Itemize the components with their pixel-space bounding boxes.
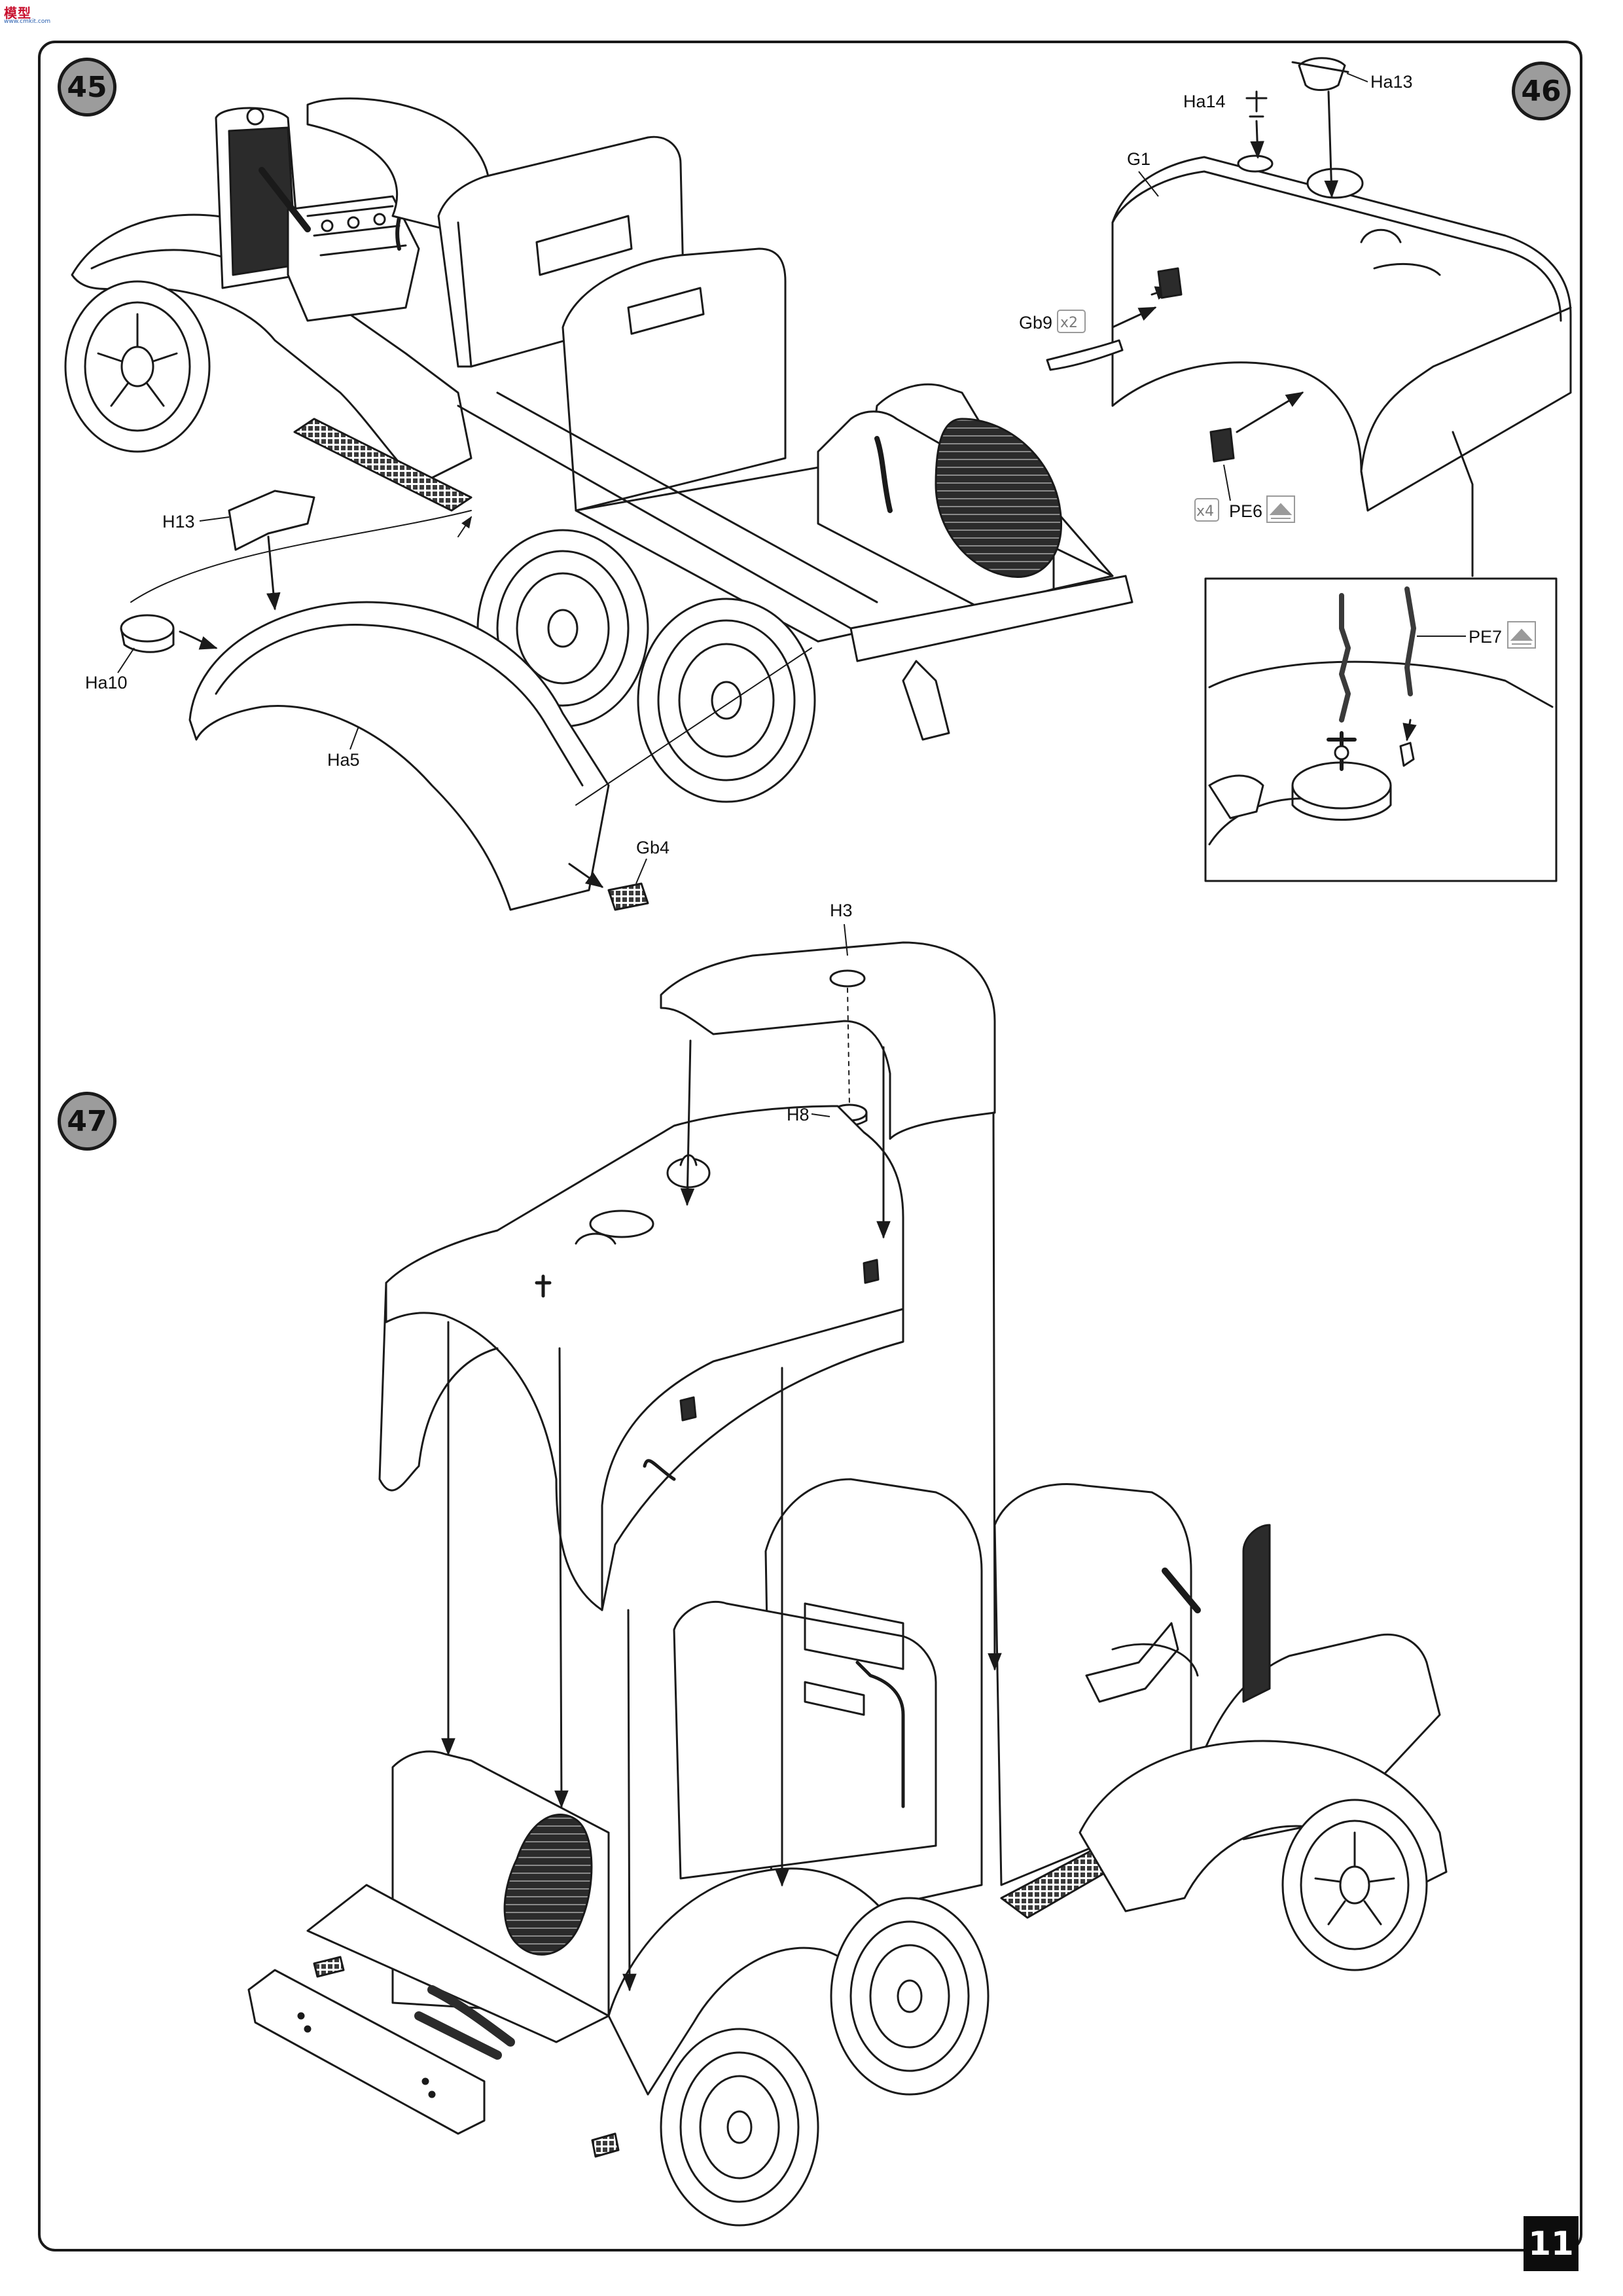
front-wheel <box>1281 1799 1428 1971</box>
part-g1-tank-cover <box>1111 154 1572 512</box>
arrow-tank-front <box>988 1111 1002 1671</box>
arrow-gb9-1 <box>1111 306 1157 329</box>
arrow-tank-rear <box>622 1609 637 1992</box>
rear-wheel-2 <box>637 598 816 803</box>
leader-label-h13 <box>199 516 230 522</box>
leader-ha5 <box>575 647 812 806</box>
part-ha10 <box>120 614 175 653</box>
publisher-logo: 模型 <box>4 5 31 21</box>
step-46-badge: 46 <box>1512 62 1571 120</box>
front-wheel <box>64 280 211 453</box>
step-45-badge: 45 <box>58 58 116 117</box>
step-47-badge: 47 <box>58 1092 116 1151</box>
label-pe7: PE7 <box>1469 627 1502 647</box>
arrow-gb4 <box>568 863 604 888</box>
leader-label-h8 <box>811 1113 830 1117</box>
leader-label-ha10 <box>117 647 135 673</box>
qty-box-pe6 <box>1194 498 1219 522</box>
part-ha5-rear-fender <box>188 601 610 911</box>
photo-etch-icon <box>1266 495 1295 523</box>
rear-wheel-2 <box>830 1897 990 2096</box>
rear-wheel-1 <box>660 2028 819 2227</box>
engine-block <box>259 167 420 322</box>
part-pe6-bracket-bottom <box>1209 427 1235 463</box>
rear-bumper <box>849 575 1133 741</box>
chassis-rails <box>457 391 878 630</box>
publisher-url: www.cmkit.com <box>4 18 51 25</box>
arrow-pe6 <box>1236 391 1304 433</box>
leader-label-gb4 <box>635 858 647 884</box>
leader-label-h3 <box>844 924 848 956</box>
label-ha14: Ha14 <box>1183 92 1226 111</box>
leader-label-ha5 <box>349 726 359 750</box>
label-ha13: Ha13 <box>1370 72 1413 92</box>
arrow-h13 <box>266 535 281 611</box>
page-frame <box>38 41 1582 2251</box>
label-h8: H8 <box>787 1105 810 1124</box>
label-h13: H13 <box>162 512 195 531</box>
running-board <box>293 418 473 512</box>
page-number: 11 <box>1524 2216 1578 2271</box>
label-pe6: PE6 <box>1229 501 1262 521</box>
label-gb9: Gb9 <box>1019 313 1052 332</box>
arrow-ha10 <box>179 630 218 650</box>
label-g1: G1 <box>1127 149 1150 169</box>
arrow-h3-left <box>680 1039 695 1206</box>
label-ha5: Ha5 <box>327 750 360 770</box>
detail-callout-line <box>1452 431 1474 577</box>
part-ha13 <box>1291 57 1349 91</box>
part-gb9 <box>1046 339 1124 371</box>
part-gb4 <box>607 882 649 911</box>
step-46-illustration <box>1046 57 1572 577</box>
tank-assembly <box>378 1105 904 1611</box>
arrow-ha14 <box>1250 120 1264 159</box>
footplate-right <box>591 2132 620 2158</box>
qty-box-gb9 <box>1057 310 1086 333</box>
guide-h8 <box>847 988 850 1107</box>
step-47-illustration <box>247 941 1448 2227</box>
label-ha10: Ha10 <box>85 673 128 692</box>
truck-rear-body <box>673 1478 983 1932</box>
step-45-illustration <box>64 97 1133 911</box>
label-h3: H3 <box>830 901 853 920</box>
radiator <box>215 107 302 289</box>
leader-label-ha13 <box>1346 73 1368 82</box>
front-fender <box>1079 1740 1448 1912</box>
rear-bumper <box>247 1969 486 2135</box>
arrow-step-45 <box>457 516 472 537</box>
leader-ha10 <box>130 510 472 603</box>
leader-label-g1 <box>1138 171 1159 197</box>
photo-etch-icon-pe7 <box>1507 621 1536 649</box>
leader-label-pe6 <box>1223 464 1231 501</box>
step-46-detail-box <box>1204 577 1558 882</box>
part-h3-top-cover <box>660 941 996 1140</box>
arrow-ha13 <box>1324 90 1339 198</box>
qty-gb9: x2 <box>1060 315 1078 331</box>
qty-pe6: x4 <box>1196 503 1214 520</box>
footplate-left <box>313 1956 345 1978</box>
rear-rack <box>817 410 1062 610</box>
label-gb4: Gb4 <box>636 838 669 857</box>
part-h13 <box>228 490 315 551</box>
rear-rack <box>306 1750 610 2060</box>
part-pe6-bracket-top <box>1157 267 1183 299</box>
part-ha14 <box>1245 90 1268 118</box>
arrow-tank-middle <box>554 1347 569 1808</box>
